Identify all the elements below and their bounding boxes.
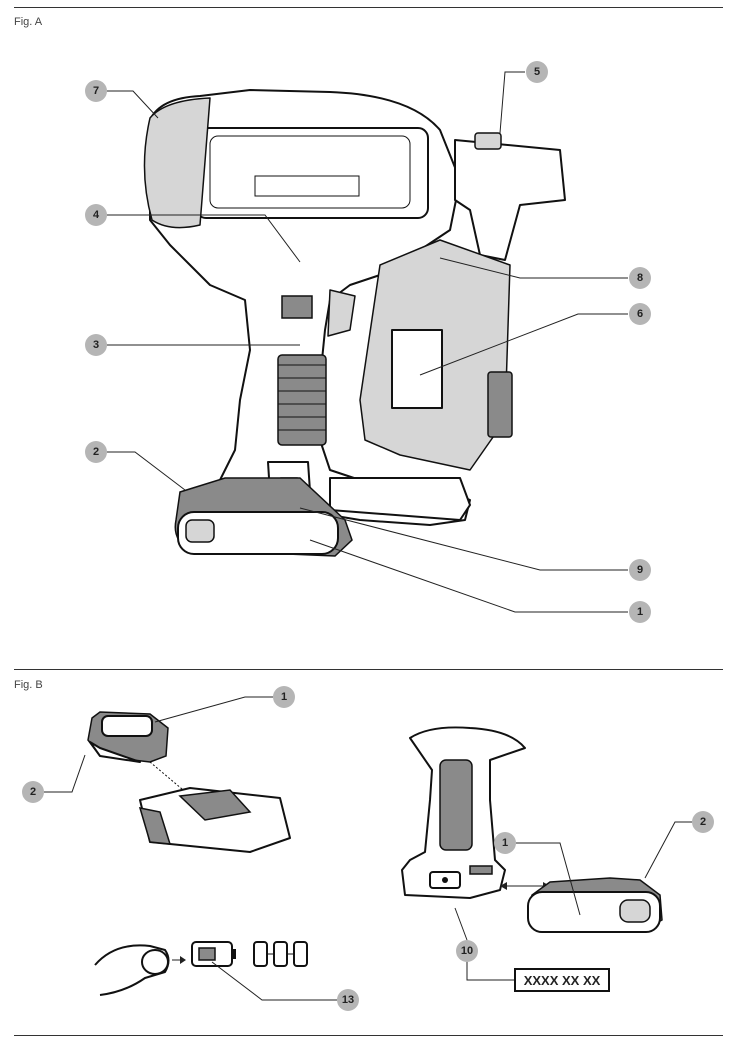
callout-13: 13: [337, 989, 359, 1011]
top-rule: [14, 7, 723, 8]
svg-text:6: 6: [637, 308, 643, 320]
svg-text:2: 2: [700, 816, 706, 828]
svg-text:4: 4: [93, 209, 100, 221]
bottom-rule: [14, 1035, 723, 1036]
svg-text:13: 13: [342, 994, 354, 1006]
callout-5: 5: [526, 61, 548, 83]
callout-3: 3: [85, 334, 107, 356]
date-code-box: XXXX XX XX: [514, 968, 610, 992]
fig-a-label: Fig. A: [14, 16, 43, 28]
grip-texture: [277, 295, 327, 446]
svg-text:9: 9: [637, 564, 643, 576]
svg-text:5: 5: [534, 66, 540, 78]
svg-text:7: 7: [93, 85, 99, 97]
battery-fuel-gauge-icon: [191, 941, 308, 967]
svg-text:3: 3: [93, 339, 99, 351]
svg-text:10: 10: [461, 945, 473, 957]
finger-icon: [94, 944, 170, 996]
charger-icon: [138, 787, 291, 853]
callout-7: 7: [85, 80, 107, 102]
callout-b-2-right: 2: [692, 811, 714, 833]
svg-text:2: 2: [30, 786, 36, 798]
battery-pack-icon: [87, 711, 169, 763]
callout-6: 6: [629, 303, 651, 325]
svg-text:2: 2: [93, 446, 99, 458]
callout-2: 2: [85, 441, 107, 463]
callout-8: 8: [629, 267, 651, 289]
callout-b-1-right: 1: [494, 832, 516, 854]
middle-rule: [14, 669, 723, 670]
callout-1: 1: [629, 601, 651, 623]
battery-right-icon: [527, 877, 663, 933]
fig-b-label: Fig. B: [14, 679, 43, 691]
callout-4: 4: [85, 204, 107, 226]
nailer-tool-icon: [143, 89, 566, 557]
callout-b-2-left: 2: [22, 781, 44, 803]
svg-text:1: 1: [637, 606, 643, 618]
callout-9: 9: [629, 559, 651, 581]
callout-10: 10: [456, 940, 478, 962]
svg-text:1: 1: [281, 691, 287, 703]
callout-b-1-left: 1: [273, 686, 295, 708]
svg-text:8: 8: [637, 272, 643, 284]
tool-handle-icon: [401, 726, 526, 899]
svg-text:1: 1: [502, 837, 508, 849]
